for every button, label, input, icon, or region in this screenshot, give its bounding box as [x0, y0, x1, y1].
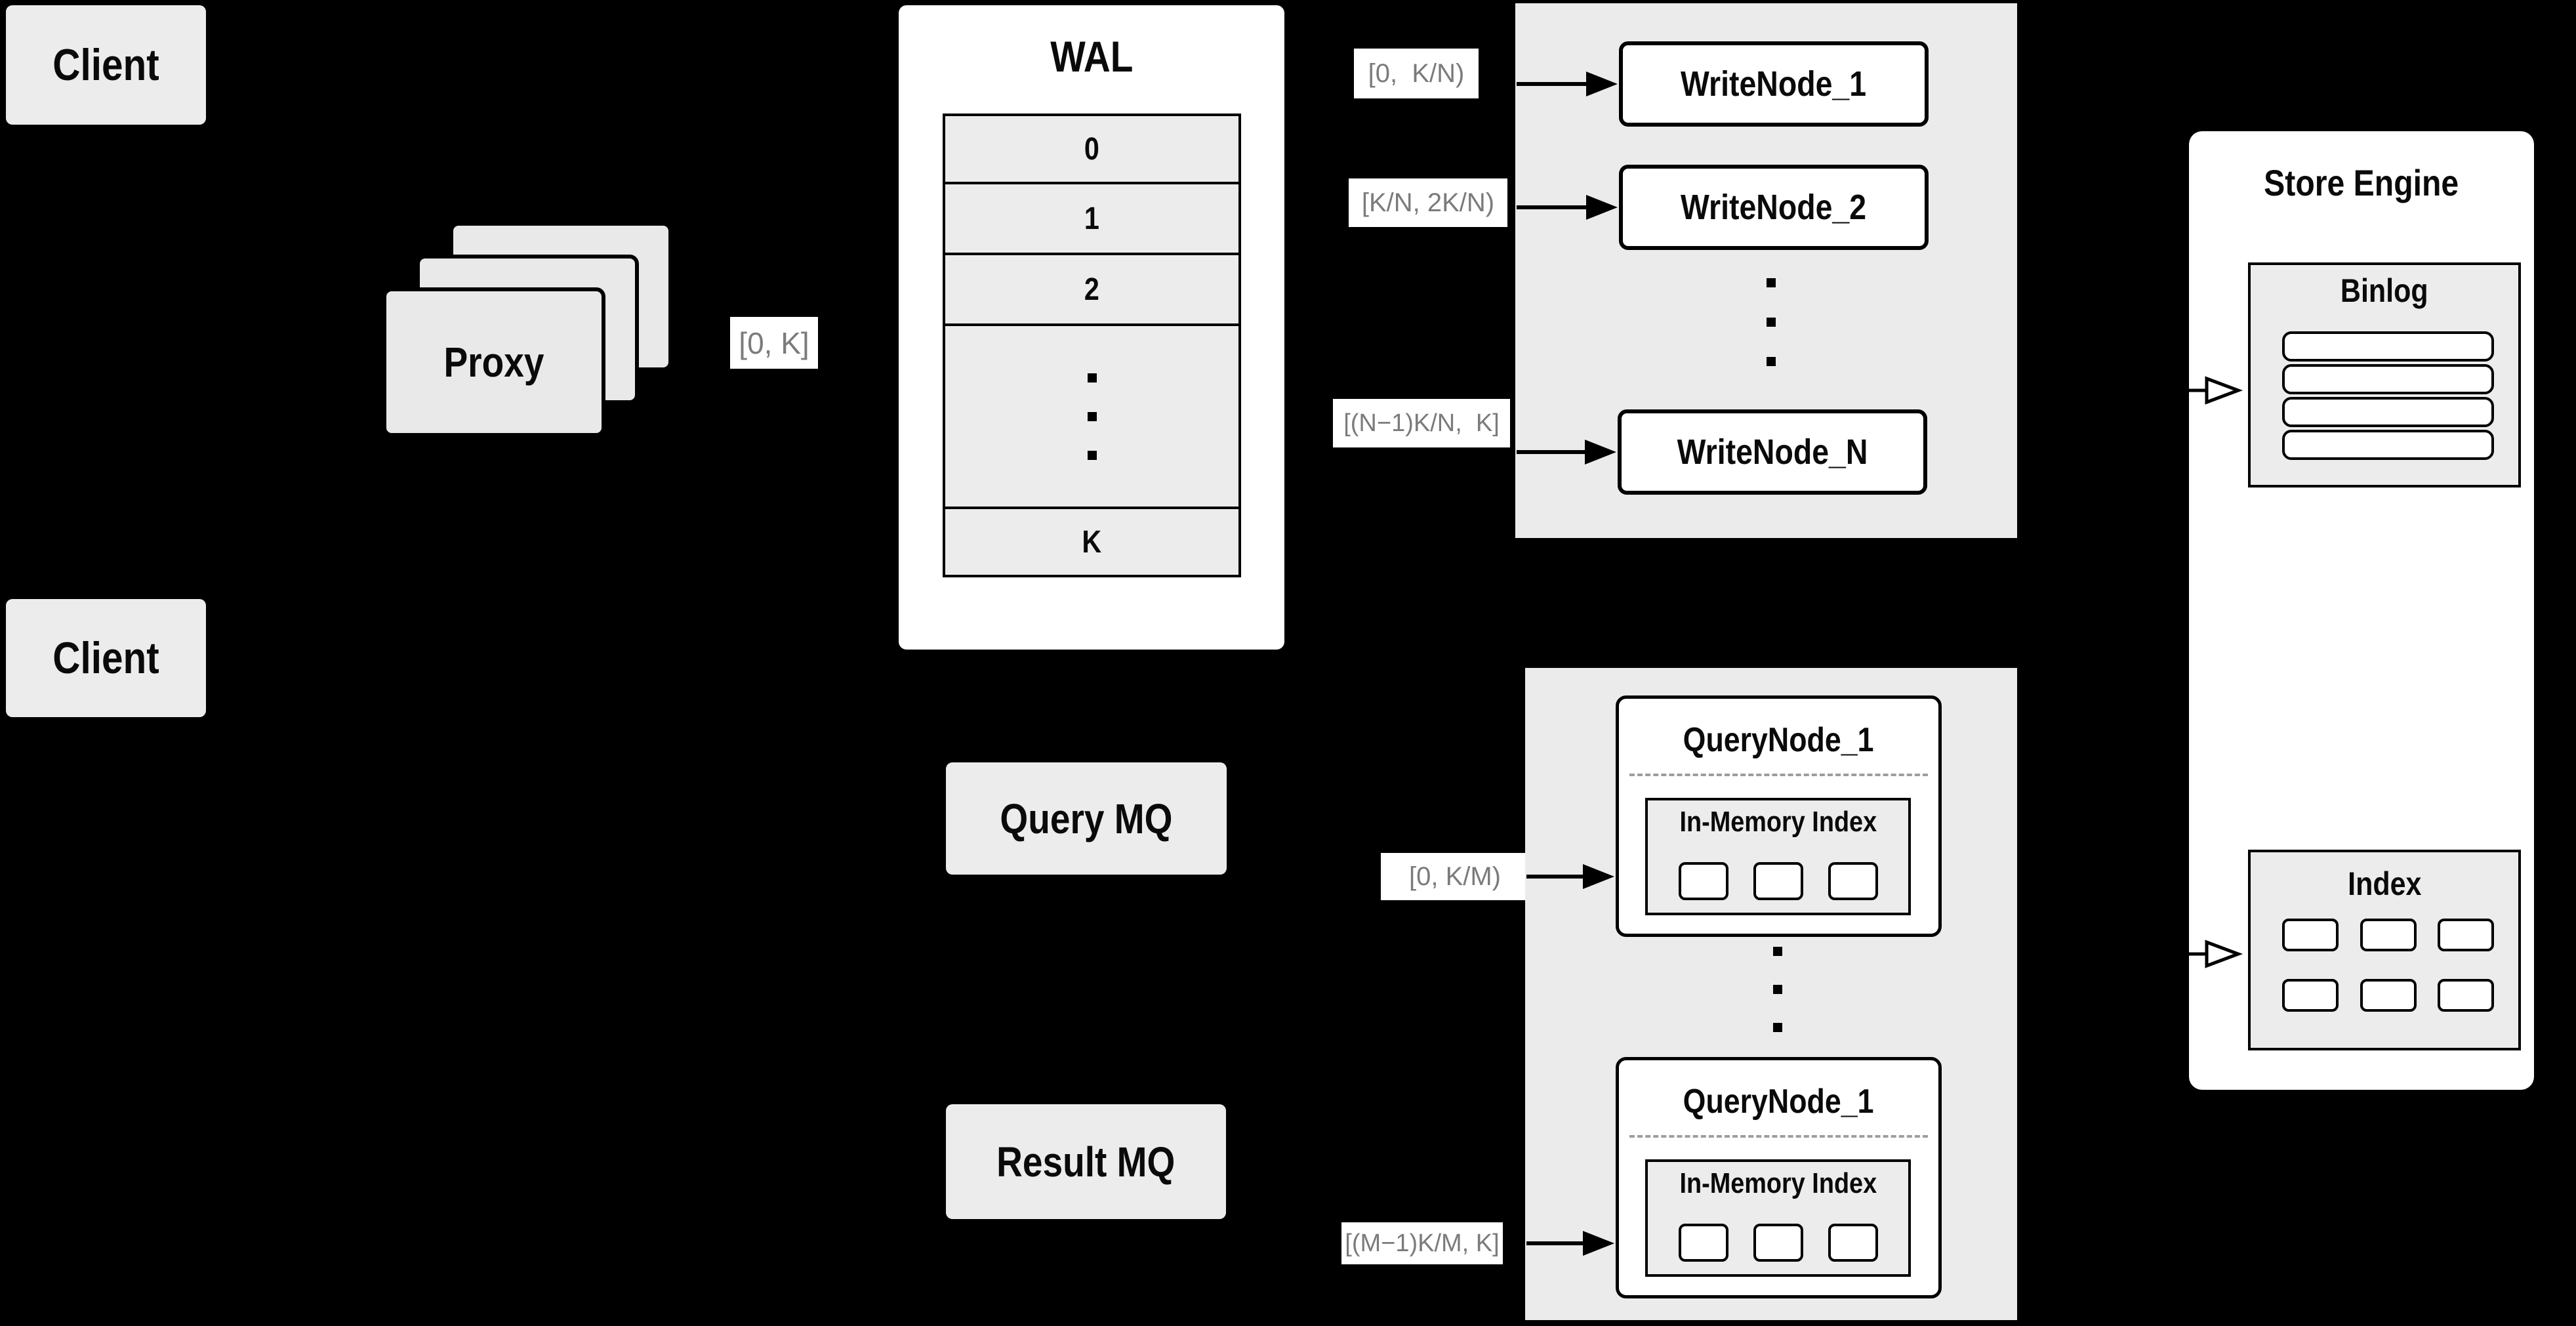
wal-ellipsis-row [945, 323, 1238, 507]
ellipsis-dot [1773, 985, 1782, 994]
ellipsis-dot [1767, 318, 1776, 327]
index-segment-cell [1753, 1224, 1803, 1262]
index-segment-cell [1828, 1224, 1878, 1262]
index-segment-cell [1678, 1224, 1728, 1262]
wal-segment-row: K [945, 507, 1238, 575]
write-node-n: WriteNode_N [1618, 409, 1927, 495]
wal-title: WAL [1050, 32, 1134, 81]
in-memory-index-title: In-Memory Index [1679, 1167, 1877, 1199]
wal-segment-row: 2 [945, 253, 1238, 323]
wal-segment-row: 0 [945, 116, 1238, 182]
index-segment-cell [1678, 862, 1728, 900]
query-node-m-title: QueryNode_1 [1683, 1083, 1874, 1121]
ellipsis-dot [1087, 373, 1097, 383]
result-mq-box: Result MQ [946, 1104, 1226, 1219]
index-cell [2360, 979, 2417, 1012]
wal-segment-row: 1 [945, 182, 1238, 253]
index-title: Index [2347, 865, 2422, 902]
store-engine-title: Store Engine [2264, 161, 2459, 203]
index-cell [2360, 919, 2417, 951]
in-memory-index-box: In-Memory Index [1645, 798, 1911, 915]
client-top-label: Client [52, 40, 159, 90]
binlog-title: Binlog [2341, 272, 2428, 309]
binlog-rows [2282, 331, 2494, 460]
ellipsis-dot [1773, 947, 1782, 956]
client-box-top: Client [6, 5, 206, 125]
query-mq-box: Query MQ [946, 762, 1227, 875]
edge-label-client-to-wal: [0, K] [730, 317, 818, 369]
in-memory-index-box: In-Memory Index [1645, 1159, 1911, 1277]
edge-label-wal-to-writenode-2: [K/N, 2K/N) [1349, 178, 1507, 227]
index-segment-cell [1828, 862, 1878, 900]
dashed-divider [1629, 1135, 1928, 1138]
ellipsis-dot [1087, 411, 1097, 421]
client-box-bottom: Client [6, 599, 206, 717]
binlog-row [2282, 364, 2494, 394]
index-cell [2438, 979, 2494, 1012]
ellipsis-dot [1087, 450, 1097, 460]
ellipsis-dot [1767, 357, 1776, 366]
binlog-row [2282, 430, 2494, 460]
binlog-row [2282, 331, 2494, 362]
in-memory-index-cells [1648, 1224, 1908, 1262]
index-cells-row [2282, 979, 2494, 1012]
proxy-card-front: Proxy [382, 287, 605, 437]
write-node-1: WriteNode_1 [1619, 41, 1929, 127]
client-bottom-label: Client [52, 633, 159, 683]
edge-label-wal-to-writenode-n: [(N−1)K/N, K] [1333, 399, 1510, 447]
index-segment-cell [1753, 862, 1803, 900]
index-cell [2282, 919, 2339, 951]
edge-label-resultmq-to-querynode: [(M−1)K/M, K] [1341, 1222, 1503, 1264]
index-cell [2282, 979, 2339, 1012]
ellipsis-dot [1767, 278, 1776, 287]
query-node-m: QueryNode_1 In-Memory Index [1616, 1057, 1942, 1298]
in-memory-index-title: In-Memory Index [1679, 806, 1877, 838]
write-node-2: WriteNode_2 [1619, 165, 1929, 250]
proxy-label: Proxy [443, 339, 544, 386]
wal-segment-table: 0 1 2 K [943, 114, 1241, 577]
edge-label-querymq-to-querynode: [0, K/M) [1381, 853, 1529, 900]
in-memory-index-cells [1648, 862, 1908, 900]
binlog-row [2282, 397, 2494, 427]
index-cell [2438, 919, 2494, 951]
query-node-1-title: QueryNode_1 [1683, 721, 1874, 759]
edge-label-wal-to-writenode-1: [0, K/N) [1354, 49, 1479, 98]
ellipsis-dot [1773, 1023, 1782, 1032]
query-node-1: QueryNode_1 In-Memory Index [1616, 695, 1942, 937]
index-cells-row [2282, 919, 2494, 951]
dashed-divider [1629, 774, 1928, 776]
